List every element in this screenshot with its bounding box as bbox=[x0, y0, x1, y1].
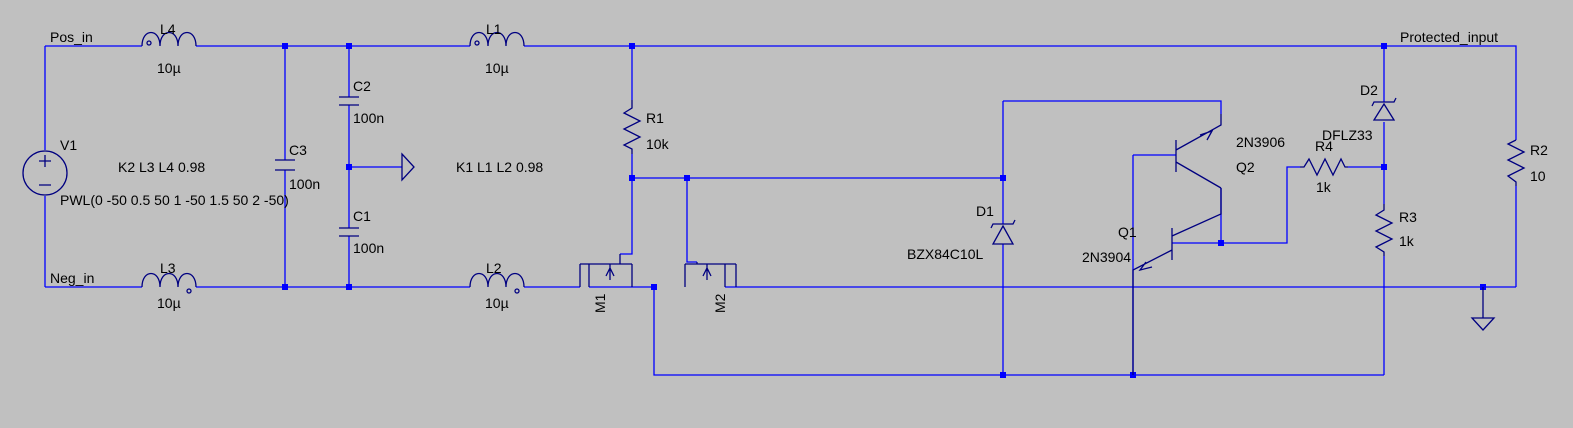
mosfet-m1[interactable] bbox=[579, 254, 633, 287]
voltage-source-v1[interactable] bbox=[22, 150, 68, 196]
net-label-protected-input: Protected_input bbox=[1400, 29, 1498, 45]
component-value-c2: 100n bbox=[353, 110, 384, 126]
labels: Pos_in Neg_in Protected_input V1 PWL(0 -… bbox=[50, 21, 1548, 313]
resistor-icon bbox=[1300, 157, 1348, 177]
pnp-transistor-icon bbox=[1175, 114, 1222, 189]
component-name-l4: L4 bbox=[160, 21, 176, 37]
component-value-d2: DFLZ33 bbox=[1322, 127, 1373, 143]
mosfet-icon bbox=[579, 254, 633, 287]
capacitor-c2[interactable] bbox=[339, 96, 359, 106]
junction bbox=[282, 284, 288, 290]
component-name-q2: Q2 bbox=[1236, 159, 1255, 175]
component-name-d2: D2 bbox=[1360, 82, 1378, 98]
component-name-r2: R2 bbox=[1530, 142, 1548, 158]
resistor-icon bbox=[1374, 204, 1394, 256]
junction bbox=[1381, 43, 1387, 49]
ground-icon bbox=[1470, 287, 1496, 331]
inductor-l2[interactable] bbox=[469, 272, 525, 294]
resistor-r1[interactable] bbox=[622, 100, 642, 154]
coupling-directive-k2: K2 L3 L4 0.98 bbox=[118, 159, 205, 175]
resistor-icon bbox=[622, 100, 642, 154]
net-label-neg-in: Neg_in bbox=[50, 270, 94, 286]
inductor-icon bbox=[141, 272, 197, 288]
junction bbox=[1218, 240, 1224, 246]
zener-diode-d2[interactable] bbox=[1371, 97, 1397, 121]
component-value-c3: 100n bbox=[289, 176, 320, 192]
resistor-r3[interactable] bbox=[1374, 204, 1394, 256]
component-value-l3: 10µ bbox=[157, 295, 181, 311]
component-name-r3: R3 bbox=[1399, 209, 1417, 225]
capacitor-icon bbox=[275, 159, 295, 171]
component-name-q1: Q1 bbox=[1118, 224, 1137, 240]
resistor-r4[interactable] bbox=[1300, 157, 1348, 177]
transistor-q2[interactable] bbox=[1175, 114, 1222, 189]
junction bbox=[684, 175, 690, 181]
component-name-v1: V1 bbox=[60, 137, 77, 153]
junction-dots bbox=[282, 43, 1486, 378]
component-name-r1: R1 bbox=[646, 110, 664, 126]
component-model-q2: 2N3906 bbox=[1236, 134, 1285, 150]
component-name-m1: M1 bbox=[592, 293, 608, 313]
junction bbox=[1000, 175, 1006, 181]
component-value-v1: PWL(0 -50 0.5 50 1 -50 1.5 50 2 -50) bbox=[60, 192, 289, 208]
capacitor-c1[interactable] bbox=[339, 227, 359, 237]
component-value-d1: BZX84C10L bbox=[907, 246, 983, 262]
resistor-r2[interactable] bbox=[1506, 139, 1526, 186]
npn-transistor-icon bbox=[1132, 188, 1222, 375]
component-name-m2: M2 bbox=[712, 293, 728, 313]
net-label-pos-in: Pos_in bbox=[50, 29, 93, 45]
resistor-icon bbox=[1506, 139, 1526, 186]
component-value-r3: 1k bbox=[1399, 233, 1415, 249]
junction bbox=[629, 175, 635, 181]
component-name-l3: L3 bbox=[160, 260, 176, 276]
component-name-c1: C1 bbox=[353, 208, 371, 224]
zener-diode-d1[interactable] bbox=[990, 219, 1016, 245]
component-value-q1: 2N3904 bbox=[1082, 249, 1131, 265]
transistor-q1[interactable] bbox=[1132, 188, 1222, 375]
junction bbox=[1000, 372, 1006, 378]
inductor-l4[interactable] bbox=[141, 31, 197, 47]
component-name-c3: C3 bbox=[289, 142, 307, 158]
capacitor-icon bbox=[339, 227, 359, 237]
junction bbox=[346, 164, 352, 170]
component-value-r2: 10 bbox=[1530, 168, 1546, 184]
coupling-directive-k1: K1 L1 L2 0.98 bbox=[456, 159, 543, 175]
mosfet-m2[interactable] bbox=[684, 262, 737, 287]
inductor-l3[interactable] bbox=[141, 272, 197, 294]
component-value-l2: 10µ bbox=[485, 295, 509, 311]
wires bbox=[44, 45, 1517, 376]
zener-diode-icon bbox=[1371, 97, 1397, 121]
component-value-r4: 1k bbox=[1316, 179, 1332, 195]
component-value-l4: 10µ bbox=[157, 60, 181, 76]
component-value-l1: 10µ bbox=[485, 60, 509, 76]
component-name-c2: C2 bbox=[353, 78, 371, 94]
component-value-r1: 10k bbox=[646, 136, 670, 152]
junction bbox=[282, 43, 288, 49]
component-value-c1: 100n bbox=[353, 240, 384, 256]
component-name-r4: R4 bbox=[1315, 138, 1333, 154]
junction bbox=[651, 284, 657, 290]
component-name-l1: L1 bbox=[486, 21, 502, 37]
ground-symbol bbox=[1470, 287, 1496, 331]
mosfet-icon bbox=[684, 262, 737, 287]
component-name-d1: D1 bbox=[976, 203, 994, 219]
component-name-l2: L2 bbox=[486, 260, 502, 276]
junction bbox=[629, 43, 635, 49]
voltage-source-icon bbox=[22, 150, 68, 196]
inductor-icon bbox=[469, 31, 525, 47]
junction bbox=[346, 43, 352, 49]
inductor-icon bbox=[469, 272, 525, 288]
inductor-icon bbox=[141, 31, 197, 47]
zener-diode-icon bbox=[990, 219, 1016, 245]
capacitor-icon bbox=[339, 96, 359, 106]
junction bbox=[1381, 164, 1387, 170]
junction bbox=[346, 284, 352, 290]
inductor-l1[interactable] bbox=[469, 31, 525, 47]
capacitor-c3[interactable] bbox=[275, 159, 295, 171]
reference-arrow-icon bbox=[401, 152, 415, 182]
